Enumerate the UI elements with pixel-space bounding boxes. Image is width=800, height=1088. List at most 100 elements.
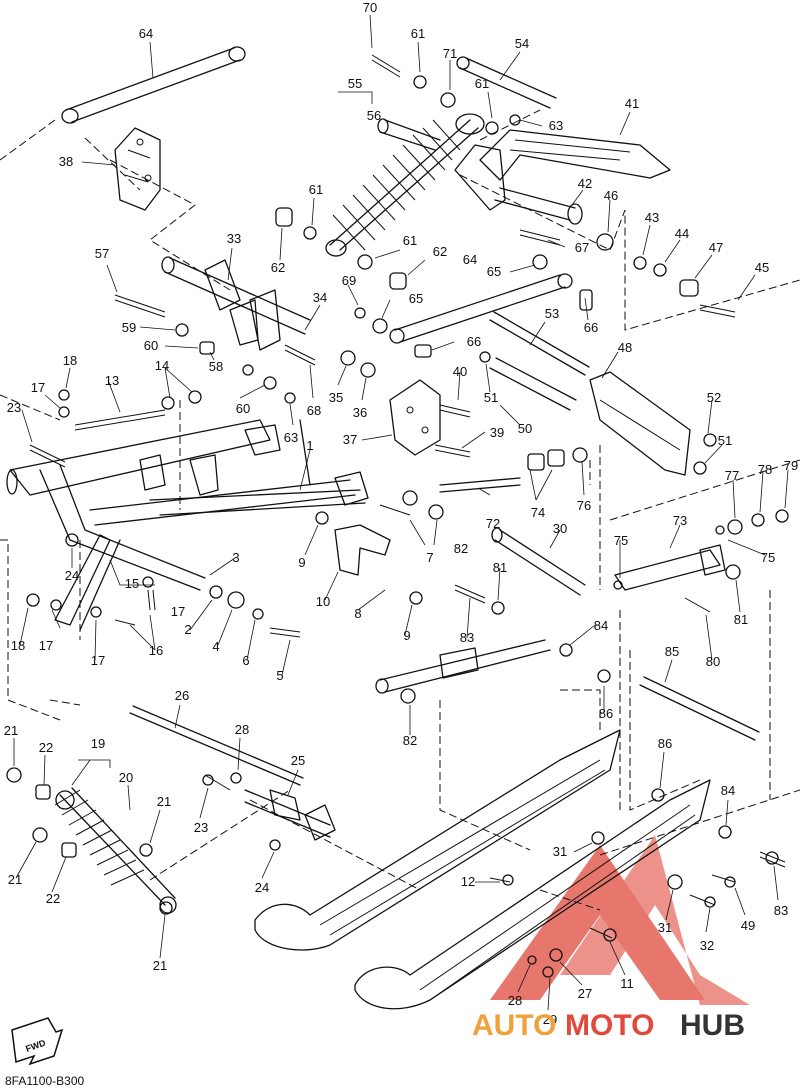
watermark-auto: AUTO <box>472 1009 556 1042</box>
shaft-72 <box>439 477 521 493</box>
callout-31: 31 <box>553 844 567 859</box>
callout-41: 41 <box>625 96 639 111</box>
callout-19: 19 <box>91 736 105 751</box>
callout-74: 74 <box>531 505 545 520</box>
callout-9: 9 <box>298 555 305 570</box>
callout-45: 45 <box>755 260 769 275</box>
callout-65: 65 <box>409 291 423 306</box>
callout-16: 16 <box>149 643 163 658</box>
callout-10: 10 <box>316 594 330 609</box>
callout-54: 54 <box>515 36 529 51</box>
callout-29: 29 <box>543 1012 557 1027</box>
callout-27: 27 <box>578 986 592 1001</box>
callout-65: 65 <box>487 264 501 279</box>
watermark-logo: AUTO MOTO HUB <box>472 1009 745 1042</box>
callout-13: 13 <box>105 373 119 388</box>
fwd-arrow-icon: FWD <box>11 1017 64 1066</box>
pivot-shaft-33 <box>161 256 311 351</box>
callout-11: 11 <box>620 976 634 991</box>
callout-8: 8 <box>354 606 361 621</box>
callout-85: 85 <box>665 644 679 659</box>
damper-84 <box>375 639 551 694</box>
rod-64-lower <box>389 273 573 344</box>
callout-53: 53 <box>545 306 559 321</box>
callout-22: 22 <box>46 891 60 906</box>
rod-85 <box>639 676 760 741</box>
callout-79: 79 <box>784 458 798 473</box>
callout-62: 62 <box>433 244 447 259</box>
callout-66: 66 <box>467 334 481 349</box>
callout-73: 73 <box>673 513 687 528</box>
callout-82: 82 <box>403 733 417 748</box>
callout-20: 20 <box>119 770 133 785</box>
callout-51: 51 <box>718 433 732 448</box>
callout-61: 61 <box>475 76 489 91</box>
callout-2: 2 <box>184 622 191 637</box>
callout-21: 21 <box>4 723 18 738</box>
callout-60: 60 <box>144 338 158 353</box>
diagram-code: 8FA1100-B300 <box>5 1074 84 1088</box>
callout-35: 35 <box>329 390 343 405</box>
callout-23: 23 <box>7 400 21 415</box>
callout-56: 56 <box>367 108 381 123</box>
link-15 <box>54 534 121 631</box>
callout-12: 12 <box>461 874 475 889</box>
callout-21: 21 <box>8 872 22 887</box>
rear-shock-absorber-55 <box>325 113 485 257</box>
callout-44: 44 <box>675 226 689 241</box>
callout-77: 77 <box>725 468 739 483</box>
shaft-25 <box>244 789 336 841</box>
callout-55: 55 <box>348 76 362 91</box>
callout-59: 59 <box>122 320 136 335</box>
callout-33: 33 <box>227 231 241 246</box>
callout-75: 75 <box>761 550 775 565</box>
callout-81: 81 <box>734 612 748 627</box>
leader-lines <box>13 14 789 1011</box>
callout-86: 86 <box>658 736 672 751</box>
rod-50 <box>489 357 577 411</box>
callout-58: 58 <box>209 359 223 374</box>
callout-38: 38 <box>59 154 73 169</box>
callout-62: 62 <box>271 260 285 275</box>
callout-22: 22 <box>39 740 53 755</box>
callout-46: 46 <box>604 188 618 203</box>
callout-15: 15 <box>125 576 139 591</box>
callout-70: 70 <box>363 0 377 15</box>
callout-21: 21 <box>157 794 171 809</box>
callout-43: 43 <box>645 210 659 225</box>
callout-67: 67 <box>575 240 589 255</box>
callout-28: 28 <box>235 722 249 737</box>
arm-73 <box>614 544 726 591</box>
callout-24: 24 <box>65 568 79 583</box>
callout-52: 52 <box>707 390 721 405</box>
callout-72: 72 <box>486 516 500 531</box>
callout-83: 83 <box>460 630 474 645</box>
callout-61: 61 <box>309 182 323 197</box>
shaft-30 <box>491 527 586 596</box>
callout-34: 34 <box>313 290 327 305</box>
callout-50: 50 <box>518 421 532 436</box>
callout-9: 9 <box>403 628 410 643</box>
callout-31: 31 <box>658 920 672 935</box>
callout-64: 64 <box>139 26 153 41</box>
callout-5: 5 <box>276 668 283 683</box>
callout-49: 49 <box>741 918 755 933</box>
hardware <box>6 75 789 978</box>
callout-63: 63 <box>284 430 298 445</box>
slide-rail-left <box>254 729 621 951</box>
callout-37: 37 <box>343 432 357 447</box>
callout-18: 18 <box>63 353 77 368</box>
dashed-boundaries <box>0 109 800 911</box>
callout-75: 75 <box>614 533 628 548</box>
callout-18: 18 <box>11 638 25 653</box>
callout-17: 17 <box>39 638 53 653</box>
callout-78: 78 <box>758 462 772 477</box>
bracket-37 <box>389 379 441 456</box>
callout-14: 14 <box>155 358 169 373</box>
callout-82: 82 <box>454 541 468 556</box>
watermark-triangle-icon <box>490 835 750 1005</box>
bracket-10 <box>334 524 391 576</box>
callout-63: 63 <box>549 118 563 133</box>
slide-rail-right <box>354 779 711 1010</box>
